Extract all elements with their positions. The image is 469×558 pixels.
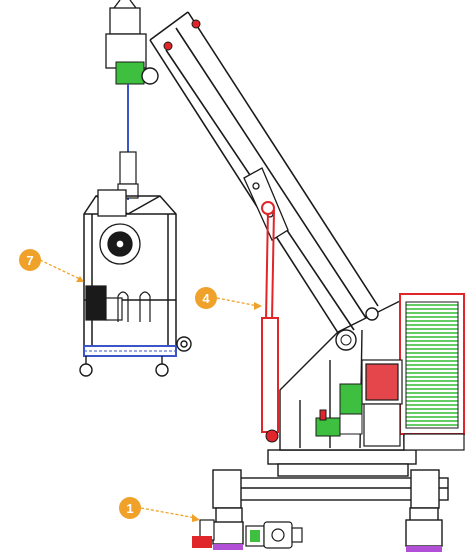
hoist-head bbox=[105, 0, 147, 69]
basket-winch bbox=[97, 189, 141, 265]
callout-7: 7 bbox=[19, 249, 84, 282]
arrow-dashed-icon bbox=[39, 259, 83, 281]
left-foot-pad bbox=[213, 544, 243, 550]
valve-block bbox=[315, 383, 363, 437]
hoist-sheave bbox=[141, 67, 159, 85]
outrigger-green-block bbox=[250, 530, 260, 542]
callout-badge bbox=[195, 287, 217, 309]
hydraulic-motor bbox=[361, 359, 403, 447]
hook-block bbox=[117, 151, 139, 199]
basket-wheels bbox=[79, 336, 192, 377]
callout-label: 7 bbox=[26, 253, 33, 268]
base-chassis bbox=[212, 449, 449, 547]
callout-badge bbox=[19, 249, 41, 271]
work-basket bbox=[83, 195, 177, 355]
counterweight-box bbox=[399, 293, 465, 451]
hoist-gearbox bbox=[115, 61, 145, 85]
callout-label: 4 bbox=[202, 291, 210, 306]
callout-4: 4 bbox=[195, 287, 262, 310]
boom-head-pin bbox=[191, 19, 201, 29]
arrow-dashed-icon bbox=[216, 297, 259, 307]
outrigger-red-plate bbox=[192, 536, 212, 548]
callout-1: 1 bbox=[119, 497, 200, 522]
arrow-dashed-icon bbox=[140, 507, 197, 519]
basket-equipment bbox=[85, 285, 151, 322]
slew-gear bbox=[335, 329, 357, 351]
hydraulic-cylinder bbox=[261, 201, 279, 443]
callout-label: 1 bbox=[126, 501, 133, 516]
callout-badge bbox=[119, 497, 141, 519]
boom-pivot bbox=[365, 307, 379, 321]
boom-head-pin bbox=[163, 41, 173, 51]
slew-gear bbox=[340, 334, 352, 346]
right-foot-pad bbox=[406, 546, 442, 552]
